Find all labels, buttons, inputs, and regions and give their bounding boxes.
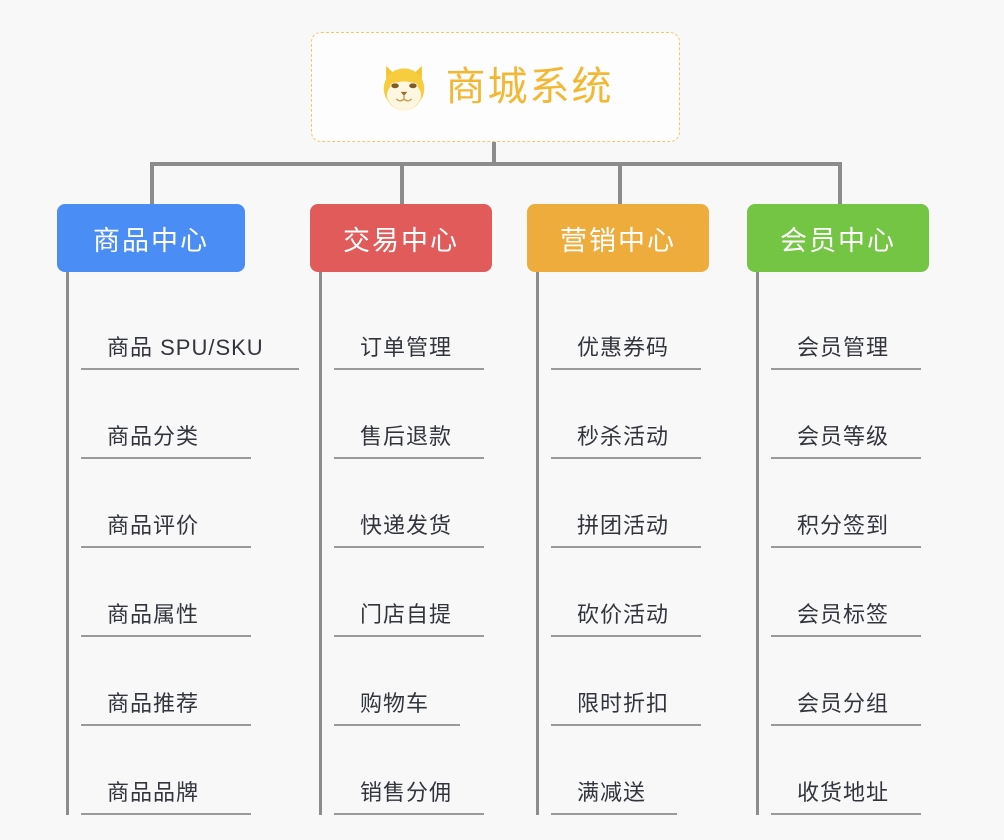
branch-column-2: 交易中心 订单管理 售后退款 快递发货 门店自提 购物车 销售分佣	[310, 204, 492, 815]
list-item[interactable]: 优惠券码	[551, 272, 701, 370]
list-item[interactable]: 门店自提	[334, 548, 484, 637]
drop-connector-2	[400, 162, 404, 206]
branch-header-label: 商品中心	[93, 225, 209, 256]
list-item[interactable]: 商品品牌	[81, 726, 251, 815]
drop-connector-4	[838, 162, 842, 206]
branch-header-label: 交易中心	[343, 225, 459, 256]
branch-header-2[interactable]: 交易中心	[310, 204, 492, 272]
branch-column-3: 营销中心 优惠券码 秒杀活动 拼团活动 砍价活动 限时折扣 满减送	[527, 204, 709, 815]
branch-header-3[interactable]: 营销中心	[527, 204, 709, 272]
list-item[interactable]: 快递发货	[334, 459, 484, 548]
list-item[interactable]: 秒杀活动	[551, 370, 701, 459]
root-stem-connector	[492, 142, 496, 164]
branch-header-4[interactable]: 会员中心	[747, 204, 929, 272]
list-item[interactable]: 售后退款	[334, 370, 484, 459]
shiba-dog-icon	[378, 61, 430, 113]
drop-connector-1	[150, 162, 154, 206]
branch-header-label: 会员中心	[780, 225, 896, 256]
branch-header-label: 营销中心	[560, 225, 676, 256]
branch-column-4: 会员中心 会员管理 会员等级 积分签到 会员标签 会员分组 收货地址	[747, 204, 929, 815]
branch-items-1: 商品 SPU/SKU 商品分类 商品评价 商品属性 商品推荐 商品品牌	[66, 272, 299, 815]
list-item[interactable]: 会员管理	[771, 272, 921, 370]
branch-items-2: 订单管理 售后退款 快递发货 门店自提 购物车 销售分佣	[319, 272, 484, 815]
list-item[interactable]: 砍价活动	[551, 548, 701, 637]
branch-items-4: 会员管理 会员等级 积分签到 会员标签 会员分组 收货地址	[756, 272, 921, 815]
list-item[interactable]: 商品 SPU/SKU	[81, 272, 299, 370]
branch-column-1: 商品中心 商品 SPU/SKU 商品分类 商品评价 商品属性 商品推荐 商品品牌	[57, 204, 299, 815]
list-item[interactable]: 会员标签	[771, 548, 921, 637]
branch-header-1[interactable]: 商品中心	[57, 204, 245, 272]
list-item[interactable]: 商品属性	[81, 548, 251, 637]
list-item[interactable]: 会员分组	[771, 637, 921, 726]
drop-connector-3	[618, 162, 622, 206]
bus-connector	[150, 162, 842, 166]
list-item[interactable]: 积分签到	[771, 459, 921, 548]
list-item[interactable]: 商品分类	[81, 370, 251, 459]
list-item[interactable]: 销售分佣	[334, 726, 484, 815]
branch-items-3: 优惠券码 秒杀活动 拼团活动 砍价活动 限时折扣 满减送	[536, 272, 701, 815]
list-item[interactable]: 收货地址	[771, 726, 921, 815]
root-title: 商城系统	[445, 65, 614, 109]
list-item[interactable]: 满减送	[551, 726, 677, 815]
list-item[interactable]: 限时折扣	[551, 637, 701, 726]
list-item[interactable]: 购物车	[334, 637, 460, 726]
list-item[interactable]: 订单管理	[334, 272, 484, 370]
list-item[interactable]: 拼团活动	[551, 459, 701, 548]
root-node[interactable]: 商城系统	[311, 32, 680, 142]
list-item[interactable]: 商品评价	[81, 459, 251, 548]
list-item[interactable]: 会员等级	[771, 370, 921, 459]
list-item[interactable]: 商品推荐	[81, 637, 251, 726]
